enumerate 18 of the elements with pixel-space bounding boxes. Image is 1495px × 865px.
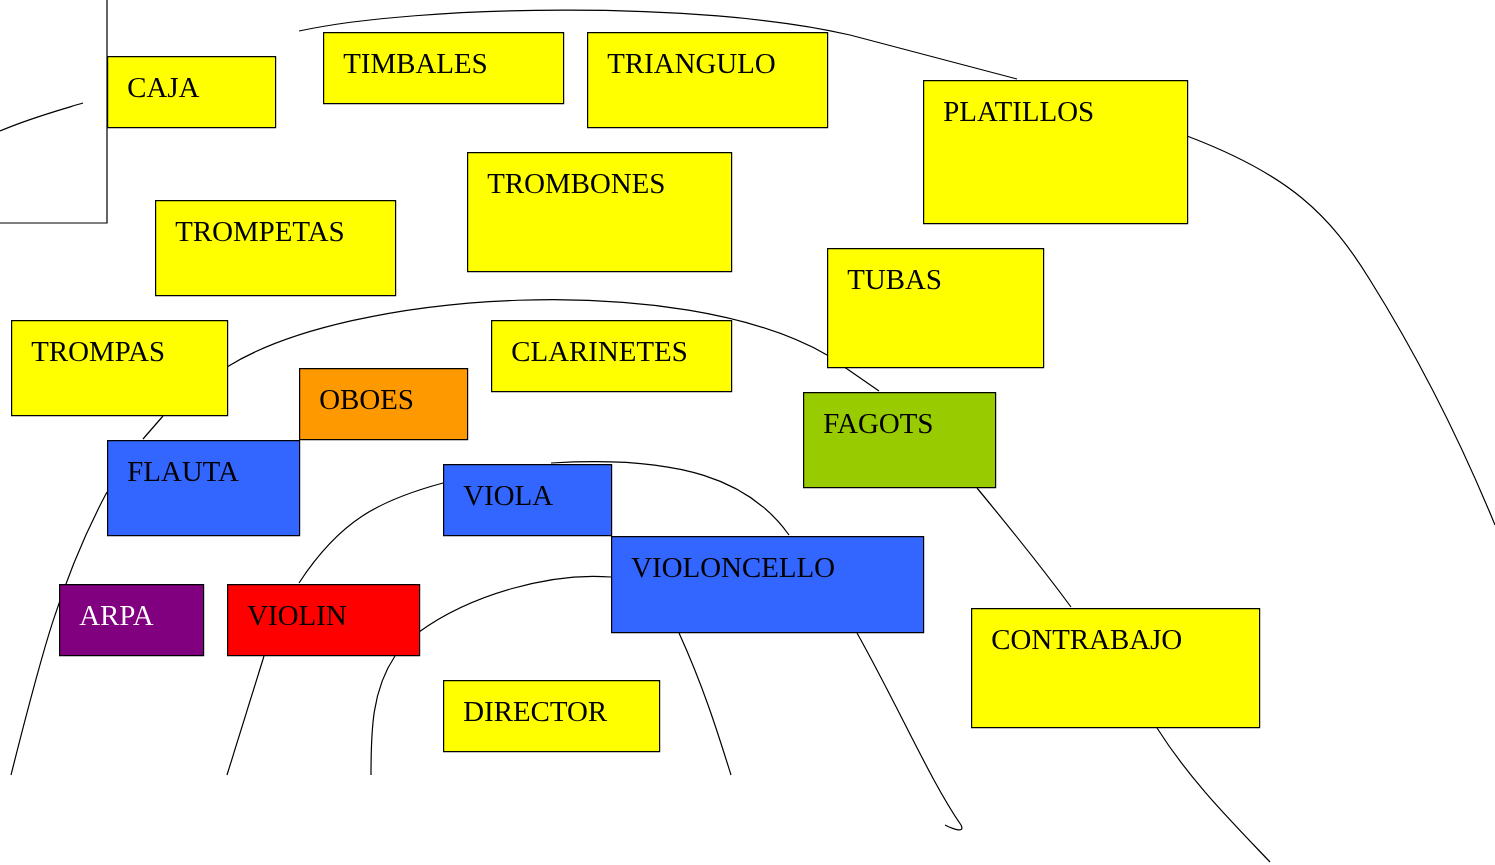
section-box: FAGOTS: [803, 392, 997, 489]
section-box: VIOLA: [443, 464, 613, 537]
section-box: TIMBALES: [323, 32, 565, 105]
section-box: TRIANGULO: [587, 32, 829, 129]
section-box: VIOLONCELLO: [611, 536, 925, 634]
section-box: CLARINETES: [491, 320, 733, 393]
section-box: TROMPAS: [11, 320, 229, 417]
section-box: ARPA: [59, 584, 205, 657]
section-box: FLAUTA: [107, 440, 301, 537]
section-box: OBOES: [299, 368, 469, 441]
section-box: PLATILLOS: [923, 80, 1189, 225]
section-box: TUBAS: [827, 248, 1045, 369]
section-box: CAJA: [107, 56, 277, 129]
section-box: TROMBONES: [467, 152, 733, 273]
section-box: CONTRABAJO: [971, 608, 1261, 729]
section-box: TROMPETAS: [155, 200, 397, 297]
section-box: DIRECTOR: [443, 680, 661, 753]
section-box: VIOLIN: [227, 584, 421, 657]
